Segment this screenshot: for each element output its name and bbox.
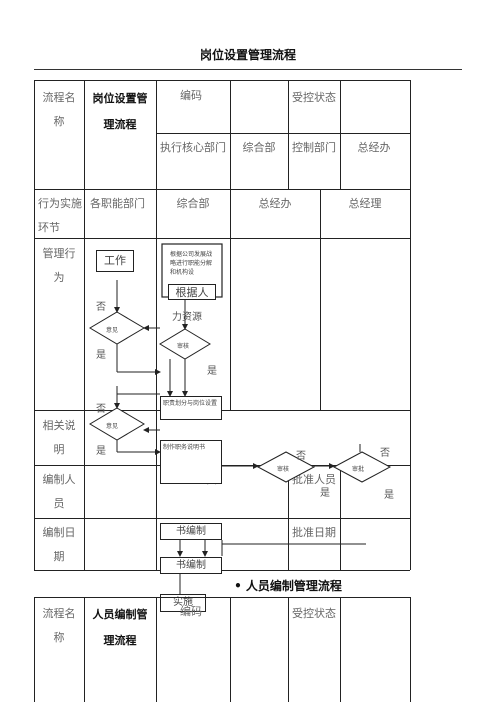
approve-diamond: [332, 451, 392, 483]
basis-big-box: 根据人: [168, 284, 216, 300]
yes-label-2: 是: [96, 446, 106, 457]
sub-box-2: 书编制: [160, 557, 222, 574]
basis-text: 根据公司发展战略进行职能分解和机构设: [170, 251, 213, 276]
review-label: 审核: [177, 343, 190, 350]
t2-label-process-name: 流程名称: [42, 607, 76, 644]
opinion-label-2: 意见: [106, 423, 119, 430]
review-diamond-2: [256, 451, 316, 483]
gm-office: 总经办: [357, 141, 391, 154]
t2-label-code: 编码: [180, 605, 202, 618]
sub-box-3: 实施: [160, 594, 206, 612]
label-related-notes: 相关说明: [42, 419, 76, 456]
deny-label-4: 否: [380, 448, 390, 459]
deny-label-3: 否: [296, 451, 306, 462]
label-approver: 批准人员: [292, 473, 336, 486]
label-code: 编码: [180, 89, 202, 102]
duty-box: 职责划分与岗位设置: [160, 396, 222, 420]
label-management: 管理行为: [42, 247, 76, 284]
work-box: 工作: [96, 250, 134, 272]
deny-label-1: 否: [96, 302, 106, 313]
approve-label: 审批: [352, 466, 365, 473]
yes-label-4: 是: [384, 490, 394, 501]
doc-title: 岗位设置管理流程: [199, 48, 296, 62]
yes-label-1: 是: [96, 350, 106, 361]
label-approve-date: 批准日期: [292, 526, 336, 539]
manual-box: 制作职务说明书: [160, 440, 222, 484]
second-title-text: 人员编制管理流程: [245, 579, 342, 593]
col-gm: 总经理: [348, 197, 382, 210]
review-label-2: 审核: [277, 466, 290, 473]
label-preparer: 编制人员: [42, 473, 76, 510]
dept-general: 综合部: [242, 141, 276, 154]
title-rule: [34, 69, 462, 70]
t2-process-name-value: 人员编制管理流程: [92, 608, 148, 647]
second-title: • 人员编制管理流程: [234, 579, 342, 593]
deny-label-2: 否: [96, 404, 106, 415]
label-prep-date: 编制日期: [42, 526, 76, 563]
yes-label-3: 是: [320, 488, 330, 499]
label-process-name: 流程名称: [42, 91, 76, 128]
process-name-value: 岗位设置管理流程: [92, 92, 148, 131]
basis-cut-text: 力资源: [172, 312, 202, 323]
t2-label-control-status: 受控状态: [292, 607, 336, 620]
label-implementation: 行为实施环节: [38, 197, 82, 234]
yes-label-review: 是: [207, 366, 217, 377]
exec-dept: 执行核心部门: [160, 141, 226, 154]
col-general: 综合部: [176, 197, 210, 210]
label-control-status: 受控状态: [292, 91, 336, 104]
col-gm-office: 总经办: [258, 197, 292, 210]
opinion-label-1: 意见: [106, 327, 119, 334]
sub-box-1: 书编制: [160, 523, 222, 540]
col-departments: 各职能部门: [90, 197, 145, 210]
control-dept: 控制部门: [292, 141, 336, 154]
